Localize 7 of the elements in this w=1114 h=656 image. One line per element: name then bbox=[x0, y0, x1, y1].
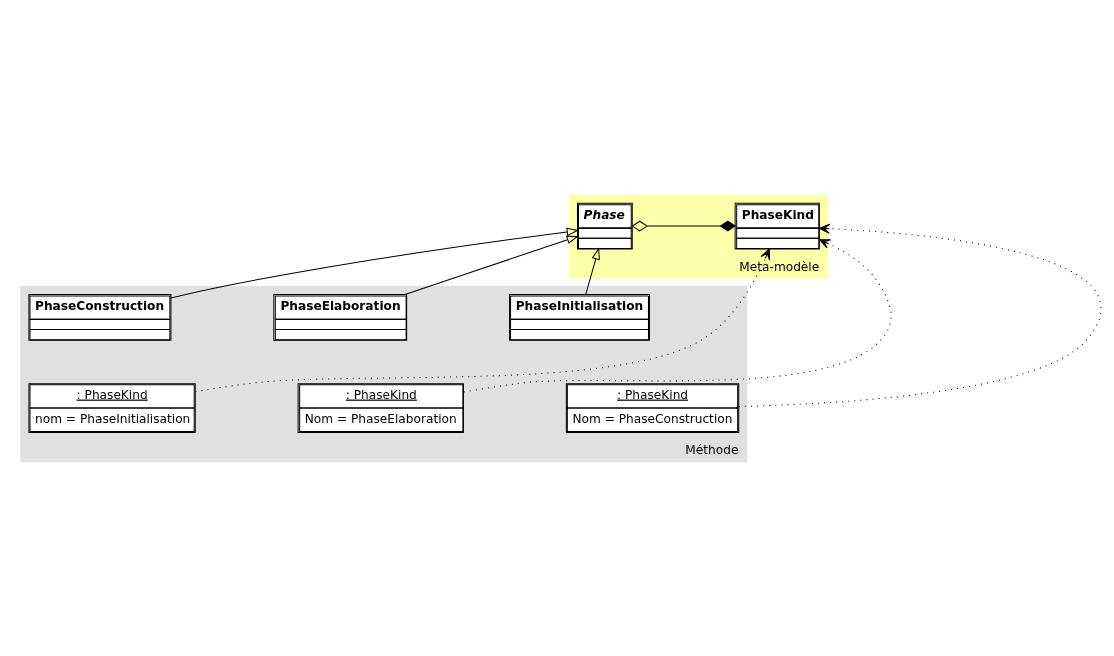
arrow bbox=[585, 246, 600, 295]
arrow bbox=[194, 247, 771, 392]
arrow bbox=[463, 238, 892, 393]
arrow bbox=[404, 235, 579, 295]
arrow bbox=[738, 223, 1101, 407]
arrow bbox=[170, 227, 579, 298]
connector bbox=[631, 220, 737, 232]
